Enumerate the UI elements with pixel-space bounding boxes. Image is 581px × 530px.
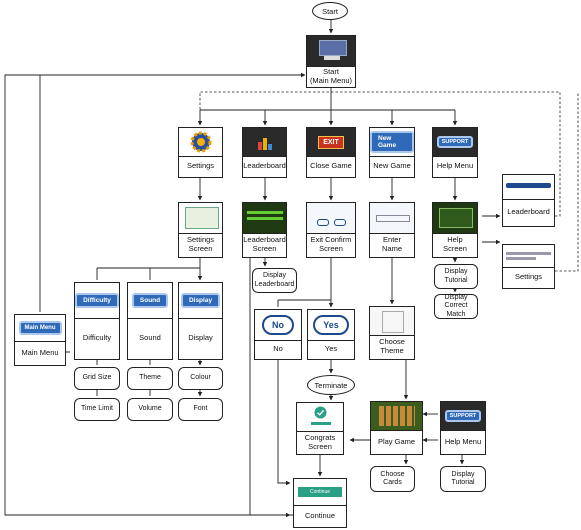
node-enter-name: Enter Name — [369, 202, 415, 258]
node-choose-theme: Choose Theme — [369, 306, 415, 360]
choose-theme-screenshot — [370, 307, 414, 336]
main-menu-thumbnail: Main Menu — [15, 315, 65, 342]
node-label: Yes — [324, 344, 338, 354]
node-label: Choose Theme — [379, 337, 405, 355]
choose-cards-box: Choose Cards — [370, 466, 415, 492]
display-tutorial-box: Display Tutorial — [434, 264, 478, 289]
support-icon: SUPPORT — [433, 128, 477, 157]
node-label: Enter Name — [381, 235, 402, 253]
exit-sign-icon: EXIT — [307, 128, 355, 157]
check-icon — [314, 406, 327, 419]
no-button-thumbnail: No — [255, 310, 301, 341]
settings-side-screenshot — [503, 245, 554, 268]
display-thumbnail: Display — [179, 283, 222, 319]
node-yes: Yes Yes — [307, 309, 355, 360]
help-screen-screenshot — [433, 203, 477, 234]
node-close-game: EXIT Close Game — [306, 127, 356, 178]
node-leaderboard-screen: Leaderboard Screen — [242, 202, 287, 258]
grid-size-box: Grid Size — [74, 367, 120, 390]
node-difficulty: Difficulty Difficulty — [74, 282, 120, 360]
node-label: Main Menu — [21, 347, 59, 357]
continue-button-thumbnail: Continue — [294, 479, 346, 506]
node-label: Leaderboard Screen — [243, 235, 286, 253]
node-display: Display Display — [178, 282, 223, 360]
node-label: Difficulty — [82, 333, 112, 343]
node-main-menu: Main Menu Main Menu — [14, 314, 66, 366]
difficulty-thumbnail: Difficulty — [75, 283, 119, 319]
node-exit-confirm-screen: Exit Confirm Screen — [306, 202, 356, 258]
support-icon: SUPPORT — [441, 402, 485, 431]
node-label: Exit Confirm Screen — [310, 235, 352, 253]
node-label: Help Menu — [444, 436, 482, 446]
node-leaderboard: Leaderboard — [242, 127, 287, 178]
display-leaderboard-box: Display Leaderboard — [252, 268, 297, 293]
node-help-screen: Help Screen — [432, 202, 478, 258]
theme-box: Theme — [127, 367, 173, 390]
main-menu-screenshot — [307, 36, 355, 67]
leaderboard-side-screenshot — [503, 175, 554, 200]
node-label: Display — [188, 333, 213, 343]
node-label: Settings Screen — [186, 235, 215, 253]
enter-name-screenshot — [370, 203, 414, 234]
node-help-menu: SUPPORT Help Menu — [432, 127, 478, 178]
node-main-menu-start: Start (Main Menu) — [306, 35, 356, 88]
node-settings-screen: Settings Screen — [178, 202, 223, 258]
time-limit-box: Time Limit — [74, 398, 120, 421]
play-game-screenshot — [371, 402, 422, 431]
node-label: No — [273, 344, 283, 354]
sound-thumbnail: Sound — [128, 283, 172, 319]
new-game-thumbnail: New Game — [370, 128, 414, 157]
node-no: No No — [254, 309, 302, 360]
node-continue: Continue Continue — [293, 478, 347, 528]
congrats-screen-screenshot — [297, 403, 343, 432]
exit-confirm-screenshot — [307, 203, 355, 234]
node-label: Help Menu — [436, 161, 474, 171]
node-label: Continue — [304, 510, 336, 520]
node-label: Congrats Screen — [304, 432, 336, 451]
node-settings-side: Settings — [502, 244, 555, 289]
node-leaderboard-side: Leaderboard — [502, 174, 555, 227]
node-label: New Game — [373, 161, 411, 171]
colour-box: Colour — [178, 367, 223, 390]
yes-button-thumbnail: Yes — [308, 310, 354, 341]
node-new-game: New Game New Game — [369, 127, 415, 178]
node-sound: Sound Sound — [127, 282, 173, 360]
node-label: Play Game — [377, 436, 416, 446]
node-label: Close Game — [310, 161, 352, 171]
terminate-terminal: Terminate — [307, 375, 355, 395]
node-label: Leaderboard — [507, 207, 550, 217]
trophy-icon — [243, 128, 286, 157]
node-help-menu-game: SUPPORT Help Menu — [440, 401, 486, 455]
start-terminal: Start — [312, 2, 348, 20]
node-label: Leaderboard — [243, 161, 286, 171]
node-label: Sound — [139, 333, 161, 343]
font-box: Font — [178, 398, 223, 421]
node-label: Settings — [186, 161, 215, 171]
volume-box: Volume — [127, 398, 173, 421]
node-label: Settings — [514, 272, 543, 282]
node-congrats-screen: Congrats Screen — [296, 402, 344, 455]
settings-screen-screenshot — [179, 203, 222, 234]
node-settings: Settings — [178, 127, 223, 178]
node-label: Help Screen — [443, 235, 467, 253]
display-correct-match-box: Display Correct Match — [434, 294, 478, 319]
node-label: Start (Main Menu) — [309, 66, 353, 85]
leaderboard-screen-screenshot — [243, 203, 286, 234]
gear-icon — [179, 128, 222, 157]
display-tutorial-box-2: Display Tutorial — [440, 466, 486, 492]
node-play-game: Play Game — [370, 401, 423, 455]
